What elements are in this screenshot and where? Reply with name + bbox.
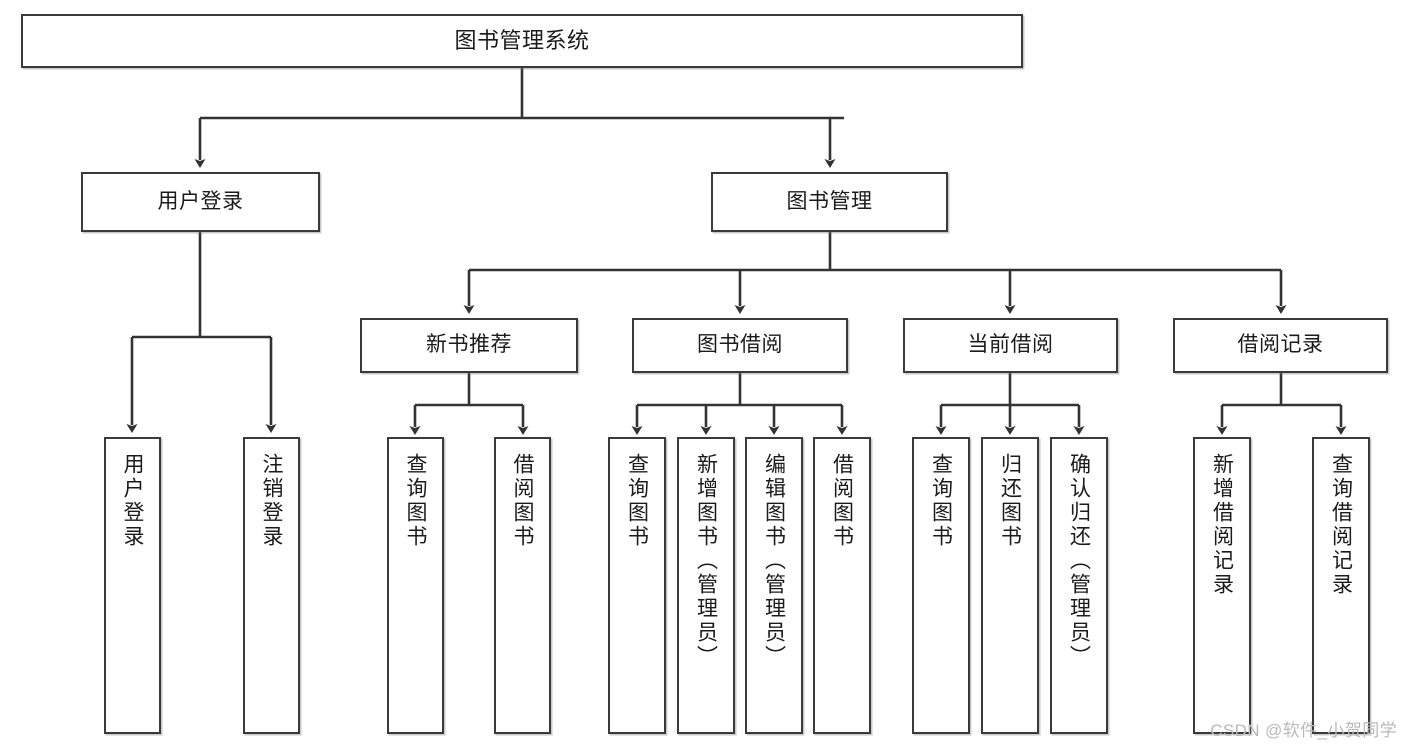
node-label: 查询借阅记录 [1329, 453, 1353, 597]
node-label: 借阅图书 [830, 453, 854, 549]
node-leaf-query-borrow-record[interactable]: 查询借阅记录 [1312, 437, 1370, 734]
node-leaf-query-book-current[interactable]: 查询图书 [912, 437, 970, 734]
node-current-borrow[interactable]: 当前借阅 [903, 318, 1118, 373]
node-leaf-return-book[interactable]: 归还图书 [981, 437, 1039, 734]
node-leaf-query-book-recommend[interactable]: 查询图书 [387, 437, 444, 734]
node-label: 查询图书 [404, 453, 427, 549]
node-label: 用户登录 [121, 453, 144, 549]
csdn-watermark: CSDN @软件_小贺同学 [1210, 721, 1397, 740]
node-label: 确认归还（管理员） [1067, 453, 1091, 669]
node-label: 注销登录 [260, 453, 283, 549]
node-label: 图书管理系统 [454, 28, 590, 54]
node-label: 新书推荐 [426, 333, 512, 357]
node-label: 当前借阅 [967, 333, 1054, 357]
node-leaf-edit-book-admin[interactable]: 编辑图书（管理员） [745, 437, 803, 734]
node-label: 归还图书 [998, 453, 1022, 549]
node-label: 查询图书 [625, 453, 649, 549]
node-label: 图书借阅 [697, 333, 783, 357]
node-book-manage[interactable]: 图书管理 [711, 172, 948, 232]
node-leaf-query-book[interactable]: 查询图书 [608, 437, 666, 734]
node-leaf-add-book-admin[interactable]: 新增图书（管理员） [677, 437, 735, 734]
node-new-book-recommend[interactable]: 新书推荐 [360, 318, 578, 373]
node-leaf-confirm-return-admin[interactable]: 确认归还（管理员） [1050, 437, 1108, 734]
node-leaf-borrow-book[interactable]: 借阅图书 [813, 437, 871, 734]
node-leaf-borrow-book-recommend[interactable]: 借阅图书 [494, 437, 551, 734]
node-label: 用户登录 [157, 189, 244, 213]
node-root-system[interactable]: 图书管理系统 [21, 14, 1023, 68]
node-label: 图书管理 [786, 189, 873, 213]
node-leaf-logout[interactable]: 注销登录 [243, 437, 300, 734]
node-borrow-record[interactable]: 借阅记录 [1173, 318, 1388, 373]
node-leaf-user-login[interactable]: 用户登录 [104, 437, 161, 734]
node-label: 查询图书 [929, 453, 953, 549]
node-label: 借阅记录 [1237, 333, 1324, 357]
node-leaf-add-borrow-record[interactable]: 新增借阅记录 [1193, 437, 1251, 734]
node-label: 借阅图书 [511, 453, 534, 549]
node-label: 新增借阅记录 [1210, 453, 1234, 597]
node-label: 编辑图书（管理员） [762, 453, 786, 669]
node-book-borrow[interactable]: 图书借阅 [632, 318, 848, 373]
node-label: 新增图书（管理员） [694, 453, 718, 669]
node-user-login[interactable]: 用户登录 [81, 172, 320, 232]
